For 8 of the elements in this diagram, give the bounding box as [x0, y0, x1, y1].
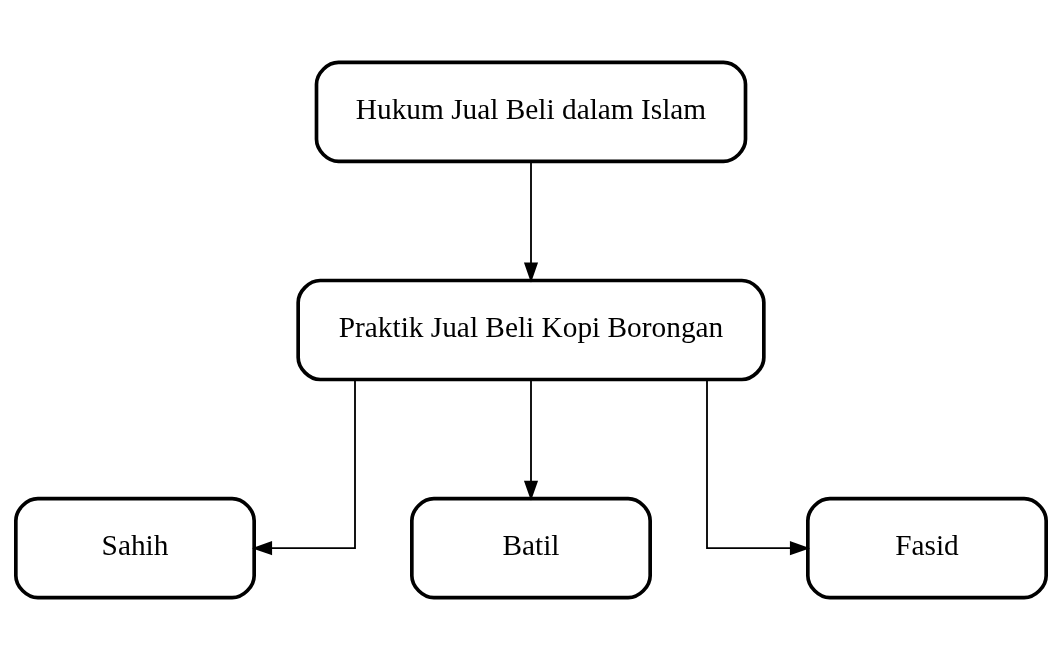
node-box: Hukum Jual Beli dalam Islam: [314, 60, 748, 163]
node-box: Sahih: [14, 496, 256, 599]
node-box: Batil: [410, 496, 652, 599]
node-box: Praktik Jual Beli Kopi Borongan: [296, 278, 766, 381]
node-box: Fasid: [806, 496, 1048, 599]
arrow: [523, 378, 539, 501]
arrow: [706, 378, 811, 555]
arrow: [251, 378, 356, 555]
